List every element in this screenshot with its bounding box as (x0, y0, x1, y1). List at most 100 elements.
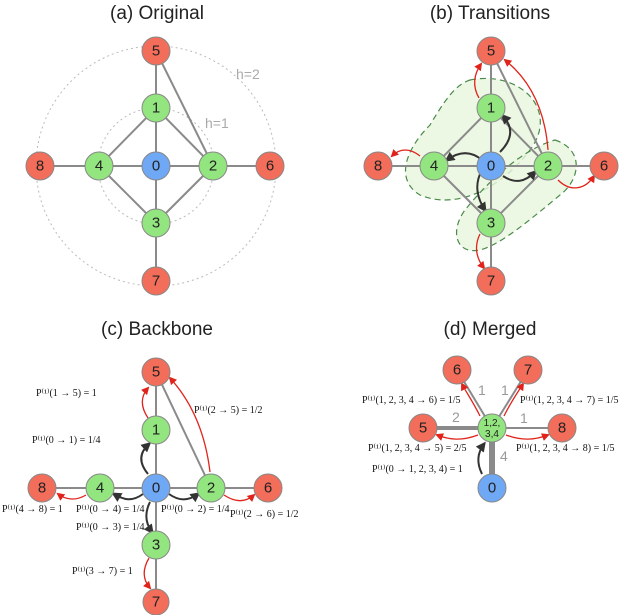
ann-d-p7: P⁽¹⁾(1, 2, 3, 4 → 7) = 1/5 (520, 395, 619, 406)
node-b-5: 5 (476, 36, 506, 66)
weight-7: 1 (501, 382, 509, 398)
ann-p04: P⁽¹⁾(0 → 4) = 1/4 (76, 504, 145, 515)
svg-text:8: 8 (38, 480, 46, 497)
ann-p25: P⁽¹⁾(2 → 5) = 1/2 (194, 405, 263, 416)
node-b-2: 2 (533, 151, 563, 181)
weight-5: 2 (452, 409, 460, 425)
svg-text:3,4: 3,4 (485, 429, 499, 440)
svg-text:7: 7 (524, 362, 532, 379)
node-c-4: 4 (85, 473, 115, 503)
node-c-8: 8 (27, 473, 57, 503)
svg-text:6: 6 (600, 158, 608, 175)
node-c-1: 1 (141, 415, 171, 445)
arrows-c-dark (111, 442, 201, 535)
svg-text:5: 5 (487, 43, 495, 60)
node-a-0: 0 (141, 151, 171, 181)
svg-text:3: 3 (487, 215, 495, 232)
svg-text:0: 0 (488, 480, 496, 497)
node-a-6: 6 (255, 151, 285, 181)
arrow-d-dark (475, 441, 486, 475)
ann-d-p5: P⁽¹⁾(1, 2, 3, 4 → 5) = 2/5 (368, 443, 467, 454)
panel-merged: (d) Merged 1 1 2 1 4 P⁽¹⁾(1, 2, 3, 4 → 6… (362, 319, 619, 503)
node-b-0: 0 (476, 151, 506, 181)
svg-text:3: 3 (152, 215, 160, 232)
svg-text:8: 8 (374, 158, 382, 175)
svg-text:5: 5 (152, 364, 160, 381)
node-d-0: 0 (477, 473, 507, 503)
node-c-2: 2 (196, 473, 226, 503)
svg-text:2: 2 (209, 158, 217, 175)
ann-d-p8: P⁽¹⁾(1, 2, 3, 4 → 8) = 1/5 (516, 443, 615, 454)
svg-text:4: 4 (96, 480, 104, 497)
arrows-c-red (56, 376, 256, 590)
svg-text:2: 2 (207, 480, 215, 497)
svg-text:5: 5 (419, 420, 427, 437)
panel-c-title: (c) Backbone (101, 319, 213, 340)
panel-b-title: (b) Transitions (430, 3, 550, 24)
ann-p02: P⁽¹⁾(0 → 2) = 1/4 (161, 504, 230, 515)
svg-text:7: 7 (487, 273, 495, 290)
weight-6: 1 (478, 382, 486, 398)
arrows-b-red (390, 58, 596, 270)
node-c-7: 7 (142, 588, 170, 615)
ann-d-p6: P⁽¹⁾(1, 2, 3, 4 → 6) = 1/5 (362, 395, 461, 406)
svg-text:2: 2 (544, 158, 552, 175)
svg-text:3: 3 (152, 537, 160, 554)
svg-text:6: 6 (264, 480, 272, 497)
svg-text:0: 0 (487, 158, 495, 175)
svg-text:8: 8 (36, 158, 44, 175)
weight-0: 4 (500, 448, 508, 464)
node-a-2: 2 (198, 151, 228, 181)
node-b-6: 6 (589, 151, 619, 181)
node-d-5: 5 (408, 413, 438, 443)
panel-d-title: (d) Merged (444, 319, 537, 340)
svg-text:1,2,: 1,2, (484, 418, 501, 429)
panel-a-title: (a) Original (110, 3, 204, 24)
node-d-merged: 1,2, 3,4 (477, 413, 507, 443)
ann-p01: P⁽¹⁾(0 → 1) = 1/4 (32, 435, 101, 446)
label-h2: h=2 (236, 66, 260, 82)
node-a-4: 4 (84, 151, 114, 181)
node-a-1: 1 (141, 93, 171, 123)
panel-backbone: (c) Backbone P⁽¹⁾(1 → 5) = 1 P⁽¹⁾(2 → 5)… (2, 319, 299, 615)
arrows-d-red (435, 382, 550, 441)
svg-text:8: 8 (558, 420, 566, 437)
ann-p03: P⁽¹⁾(0 → 3) = 1/4 (76, 522, 145, 533)
panel-original: (a) Original h=1 h=2 0 1 2 3 4 5 6 7 8 (25, 3, 285, 296)
node-a-5: 5 (141, 36, 171, 66)
node-b-8: 8 (363, 151, 393, 181)
svg-text:1: 1 (152, 422, 160, 439)
ann-p15: P⁽¹⁾(1 → 5) = 1 (36, 388, 97, 399)
svg-text:7: 7 (152, 594, 160, 611)
panel-transitions: (b) Transitions 0 1 2 3 (363, 3, 619, 296)
svg-text:7: 7 (152, 273, 160, 290)
svg-text:6: 6 (453, 362, 461, 379)
label-h1: h=1 (205, 115, 229, 131)
svg-text:6: 6 (266, 158, 274, 175)
node-c-3: 3 (141, 530, 171, 560)
node-b-7: 7 (476, 266, 506, 296)
svg-text:1: 1 (152, 100, 160, 117)
svg-text:0: 0 (152, 480, 160, 497)
node-d-8: 8 (547, 413, 577, 443)
node-c-5: 5 (141, 357, 171, 387)
node-d-7: 7 (513, 355, 543, 385)
arrows-b-dark (444, 113, 538, 213)
ann-p48: P⁽¹⁾(4 → 8) = 1 (2, 504, 63, 515)
ann-p26: P⁽¹⁾(2 → 6) = 1/2 (230, 509, 299, 520)
node-b-4: 4 (419, 151, 449, 181)
node-b-1: 1 (476, 93, 506, 123)
svg-text:4: 4 (95, 158, 103, 175)
svg-text:5: 5 (152, 43, 160, 60)
svg-text:4: 4 (430, 158, 438, 175)
ann-d-p0: P⁽¹⁾(0 → 1, 2, 3, 4) = 1 (372, 464, 463, 475)
node-c-6: 6 (253, 473, 283, 503)
ann-p37: P⁽¹⁾(3 → 7) = 1 (72, 566, 133, 577)
node-b-3: 3 (476, 208, 506, 238)
node-c-0: 0 (141, 473, 171, 503)
node-a-3: 3 (141, 208, 171, 238)
node-a-7: 7 (141, 266, 171, 296)
weight-8: 1 (520, 410, 528, 426)
svg-text:1: 1 (487, 100, 495, 117)
